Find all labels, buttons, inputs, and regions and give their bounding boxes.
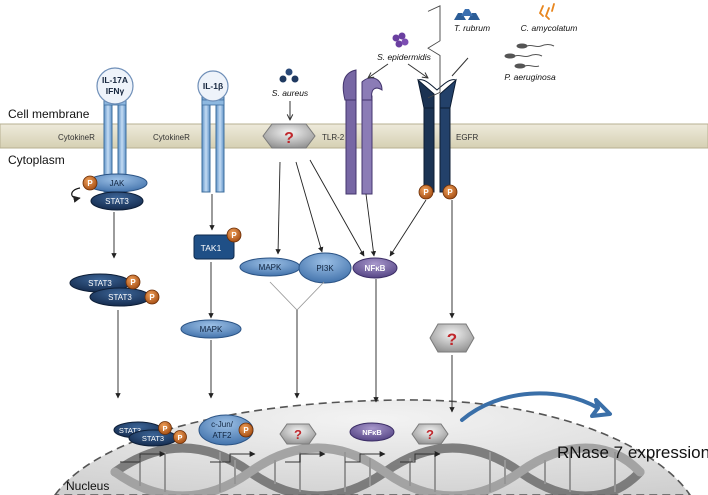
p-aeruginosa-icon (504, 43, 555, 69)
svg-text:IL-1β: IL-1β (203, 81, 223, 91)
stat3-dimer-phospho-2: P (144, 289, 160, 305)
svg-text:P: P (149, 293, 155, 302)
cjun-atf2-phospho: P (238, 422, 254, 438)
svg-text:PI3K: PI3K (316, 264, 334, 273)
pi3k-node: PI3K (298, 252, 352, 284)
s-epidermidis-to-egfr (407, 63, 428, 78)
svg-text:?: ? (426, 427, 434, 442)
tak1-phospho: P (226, 227, 242, 243)
svg-text:P: P (243, 426, 249, 435)
s-aureus-label: S. aureus (272, 88, 309, 98)
svg-text:STAT3: STAT3 (108, 293, 132, 302)
unknown-node-egfr: ? (429, 323, 475, 353)
microbe-group-bracket (427, 5, 441, 99)
merge-mapk-pi3k (269, 281, 325, 311)
tlr2-receptor (342, 69, 383, 195)
cell-membrane-label: Cell membrane (8, 107, 90, 121)
svg-text:NFκB: NFκB (362, 428, 382, 437)
ligand-il1b: IL-1β (197, 70, 229, 102)
egfr-receptor (417, 78, 457, 193)
arrow-unknown-to-nfkb (309, 159, 365, 257)
arrow-unknown-to-mapk (275, 161, 281, 255)
egfr-label: EGFR (456, 133, 478, 142)
s-epidermidis-icon (392, 32, 409, 48)
svg-text:MAPK: MAPK (259, 263, 282, 272)
jak-phospho: P (82, 175, 98, 191)
svg-text:P: P (130, 278, 136, 287)
s-epidermidis-to-tlr2 (368, 63, 389, 78)
unknown-sensor-membrane: ? (262, 123, 316, 149)
stat3-node-membrane: STAT3 (90, 191, 144, 211)
svg-text:c-Jun/: c-Jun/ (211, 420, 234, 429)
mapk-node-il1: MAPK (180, 319, 242, 339)
svg-text:MAPK: MAPK (200, 325, 223, 334)
expression-curve-arrow (460, 391, 612, 422)
nucleus-label: Nucleus (66, 479, 109, 493)
unknown-node-nucleus-1: ? (279, 423, 317, 445)
svg-text:STAT3: STAT3 (88, 279, 112, 288)
phosphorylation-curve-arrow (71, 187, 81, 203)
svg-text:JAK: JAK (110, 179, 125, 188)
p-aeruginosa-label: P. aeruginosa (504, 72, 556, 82)
nfkb-node-nucleus: NFκB (349, 422, 395, 442)
egfr-phospho-1: P (418, 184, 434, 200)
s-aureus-icon (279, 68, 299, 83)
svg-text:P: P (162, 424, 167, 433)
svg-text:ATF2: ATF2 (213, 431, 233, 440)
svg-text:NFκB: NFκB (365, 264, 386, 273)
t-rubrum-label: T. rubrum (454, 23, 490, 33)
rnase7-expression-label: RNase 7 expression (557, 443, 708, 462)
tak1-node: TAK1 (193, 234, 235, 260)
dna-helix (110, 443, 645, 495)
arrow-unknown-to-pi3k (295, 161, 324, 253)
svg-text:?: ? (447, 330, 457, 349)
cytokine-receptor-1-label: CytokineR (58, 133, 95, 142)
svg-text:P: P (231, 231, 237, 240)
ligand-il17a-ifng: IL-17A IFNγ (96, 67, 134, 105)
stat3-nucleus-phospho-2: P (173, 430, 187, 444)
svg-text:?: ? (294, 427, 302, 442)
stat3-nucleus-phospho-1: P (158, 421, 172, 435)
arrow-egfr-to-nfkb (389, 199, 427, 257)
tlr2-label: TLR-2 (322, 133, 345, 142)
svg-text:P: P (423, 188, 429, 197)
svg-text:P: P (177, 433, 182, 442)
stat3-dimer-phospho-1: P (125, 274, 141, 290)
svg-text:P: P (87, 179, 93, 188)
s-epidermidis-label: S. epidermidis (377, 52, 432, 62)
mapk-node-tlr: MAPK (239, 257, 301, 277)
c-amycolatum-icon (538, 3, 555, 20)
c-amycolatum-label: C. amycolatum (521, 23, 578, 33)
stat3-dimer-nucleus: STAT3 STAT3 (113, 421, 178, 447)
svg-text:STAT3: STAT3 (142, 434, 164, 443)
svg-text:IL-17A: IL-17A (102, 75, 128, 85)
cytokine-receptor-2-label: CytokineR (153, 133, 190, 142)
egfr-phospho-2: P (442, 184, 458, 200)
cytoplasm-label: Cytoplasm (8, 153, 65, 167)
unknown-node-nucleus-2: ? (411, 423, 449, 445)
svg-text:?: ? (284, 130, 294, 147)
arrow-tlr2-to-nfkb (365, 193, 377, 257)
nfkb-node-cytoplasm: NFκB (352, 257, 398, 279)
promoter-arrows (120, 451, 441, 463)
svg-text:IFNγ: IFNγ (106, 86, 125, 96)
svg-text:STAT3: STAT3 (119, 426, 141, 435)
svg-text:P: P (447, 188, 453, 197)
microbe-group-to-egfr (451, 57, 469, 77)
stat3-dimer-cytoplasm: STAT3 STAT3 (69, 273, 151, 307)
t-rubrum-icon (454, 9, 480, 20)
svg-text:TAK1: TAK1 (201, 243, 222, 253)
svg-text:STAT3: STAT3 (105, 197, 129, 206)
